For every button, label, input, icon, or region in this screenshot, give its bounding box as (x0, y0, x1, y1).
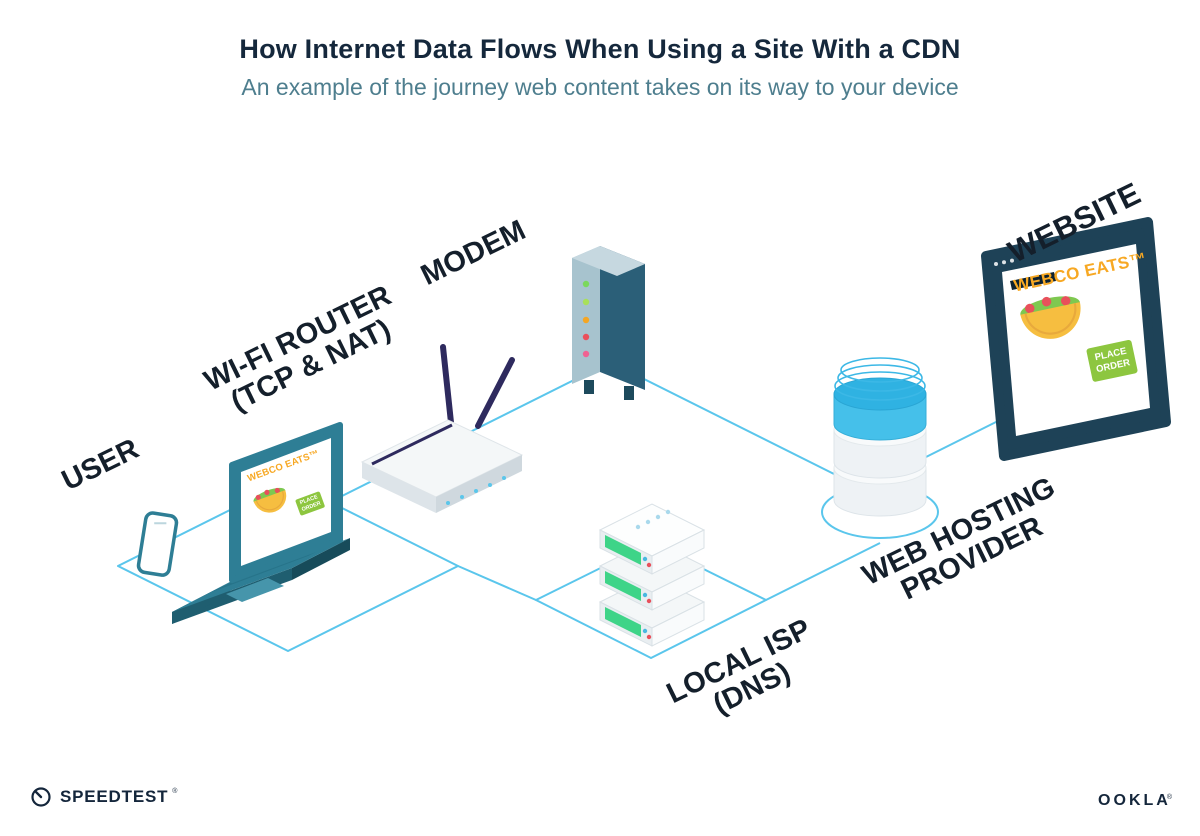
line-isp-to-hosting (765, 542, 881, 601)
server-top-leds (635, 509, 671, 530)
router-leds (446, 476, 506, 505)
website-browser-illustration (981, 217, 1171, 461)
modem-illustration (572, 246, 645, 400)
laptop-trackpad (226, 578, 284, 602)
phone-illustration (136, 511, 179, 577)
page-title: How Internet Data Flows When Using a Sit… (239, 34, 961, 64)
database-rings (834, 357, 926, 401)
speedtest-registered-mark: ® (172, 788, 178, 795)
laptop-screen (241, 438, 331, 566)
page-subtitle: An example of the journey web content ta… (241, 74, 959, 100)
modem-leds (582, 280, 590, 358)
ookla-logo: OOKLA ® (1098, 792, 1172, 810)
isp-server-illustration (598, 503, 706, 647)
laptop-illustration (136, 422, 350, 624)
speedtest-gauge-icon (31, 787, 51, 807)
speedtest-wordmark: SPEEDTEST (60, 787, 169, 806)
speedtest-logo: SPEEDTEST ® (30, 786, 177, 808)
router-antennas (440, 344, 515, 435)
header: How Internet Data Flows When Using a Sit… (0, 34, 1200, 101)
hosting-database-illustration (821, 357, 939, 539)
ookla-registered-mark: ® (1166, 794, 1172, 801)
browser-address-bar (1010, 272, 1056, 290)
ookla-wordmark: OOKLA (1098, 792, 1171, 809)
line-user-to-isp (457, 565, 537, 601)
browser-window-dots (994, 258, 1014, 266)
router-illustration (360, 344, 524, 513)
website-screen (1002, 244, 1150, 436)
